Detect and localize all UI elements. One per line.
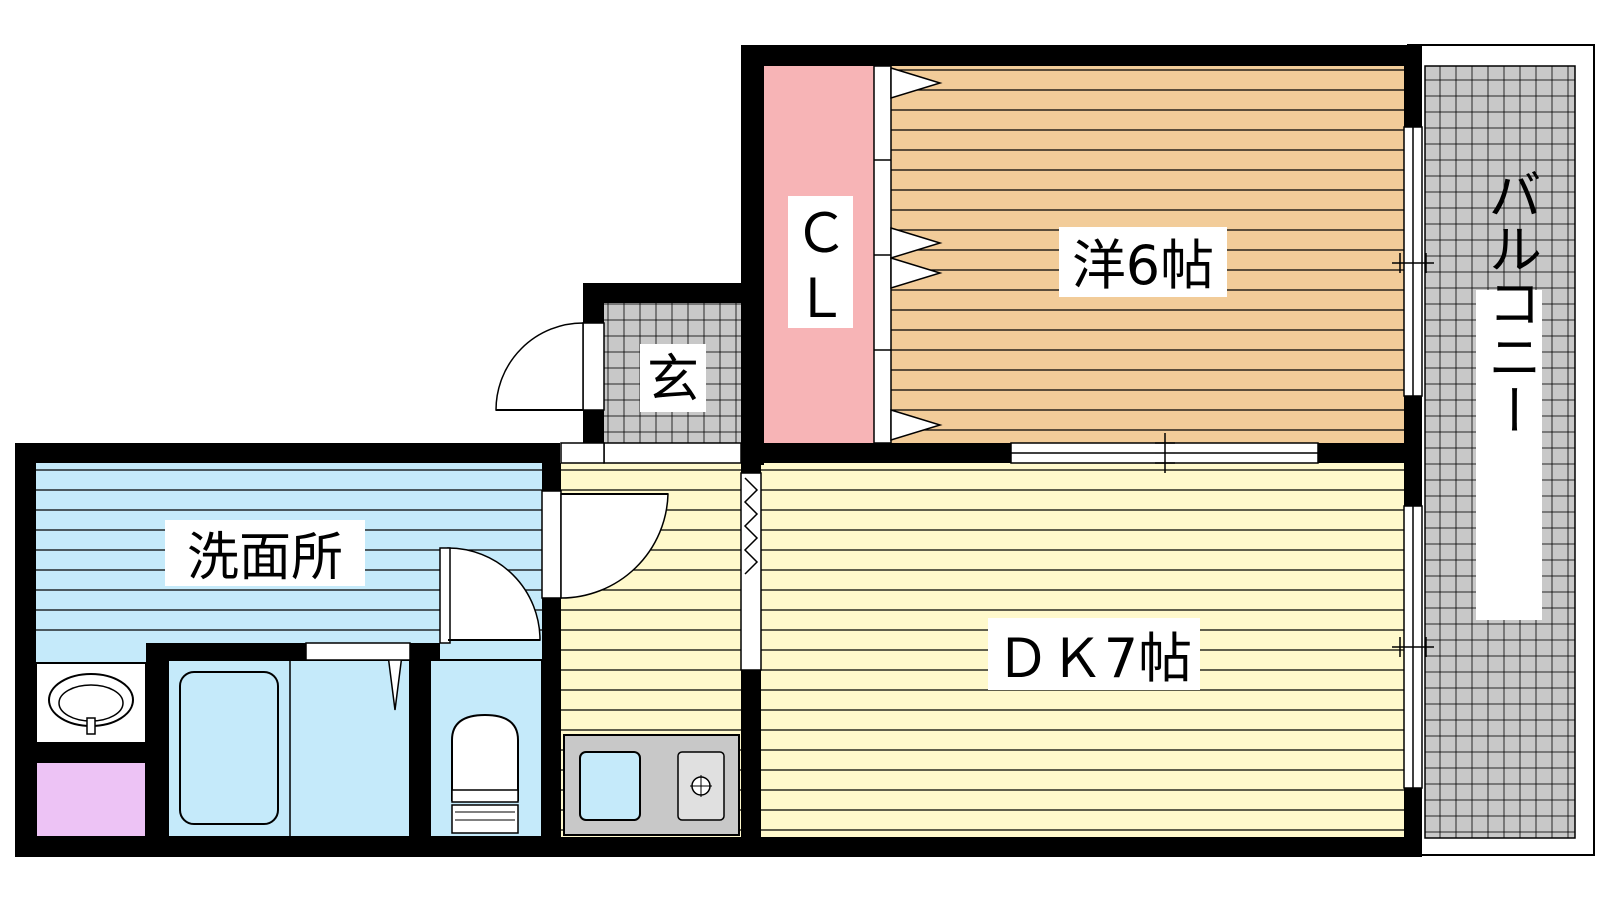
- bathroom: [167, 654, 411, 838]
- room-labels: 洋6帖 ＤＫ7帖 Ｃ Ｌ 玄 洗面所 バルコニー: [165, 167, 1542, 690]
- balcony-label: バルコニー: [1479, 167, 1542, 437]
- toilet-room: [429, 659, 543, 838]
- washroom-label: 洗面所: [187, 528, 343, 588]
- dk-door: [541, 490, 669, 599]
- washer-space: [35, 761, 147, 838]
- wash-basin: [35, 662, 147, 744]
- closet-label-bottom: Ｌ: [794, 267, 848, 330]
- dk-room-label: ＤＫ7帖: [996, 627, 1192, 690]
- windows: [305, 126, 1434, 789]
- doors: [439, 322, 669, 644]
- entrance-label: 玄: [647, 350, 699, 410]
- walls: [15, 45, 1422, 857]
- kitchen-counter: [563, 734, 740, 836]
- closet-label-top: Ｃ: [794, 202, 848, 265]
- western-room-label: 洋6帖: [1072, 234, 1214, 297]
- toilet-door: [439, 547, 541, 644]
- front-door: [495, 322, 605, 411]
